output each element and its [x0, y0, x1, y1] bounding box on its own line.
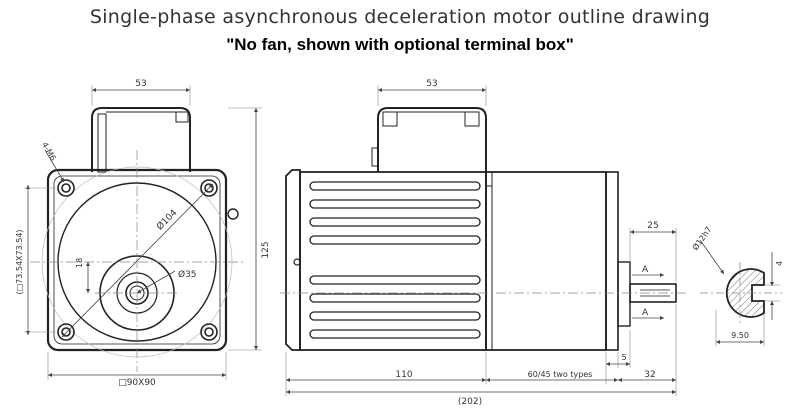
side-dim-shaft: 32: [644, 370, 655, 380]
front-view: [24, 85, 262, 380]
section-view: [699, 239, 782, 346]
terminal-box-side: [371, 107, 487, 172]
gearbox: [485, 171, 607, 351]
motor-body: [299, 171, 487, 351]
side-view-labels: 53 110 60/45 two types 32 (202) 25 5 A A: [395, 79, 658, 407]
section-mark-bottom: A: [642, 308, 649, 318]
front-dim-top: 53: [135, 79, 146, 89]
front-view-labels: 53 4-M6 Ø104 Ø35 18 (□73.54X73.54) 125 □…: [15, 79, 271, 388]
section-dim-diameter: Ø12h7: [690, 225, 713, 253]
front-dim-height: 125: [261, 241, 271, 258]
side-view: [280, 85, 688, 396]
section-dim-flat: 9.50: [731, 331, 749, 340]
side-dim-total: (202): [458, 397, 482, 407]
front-dim-holes: 4-M6: [40, 141, 58, 163]
section-mark-top: A: [642, 265, 649, 275]
front-dim-shaft: Ø35: [178, 269, 197, 280]
terminal-box-front: [91, 107, 191, 173]
side-dim-25: 25: [647, 221, 658, 231]
drawing-subtitle: "No fan, shown with optional terminal bo…: [226, 35, 574, 54]
side-dim-top: 53: [426, 79, 437, 89]
front-dim-square: (□73.54X73.54): [15, 229, 24, 294]
front-dim-offset: 18: [75, 258, 84, 268]
side-dim-body: 110: [395, 370, 412, 380]
front-dim-pcd: Ø104: [154, 207, 179, 232]
side-dim-gear: 60/45 two types: [528, 370, 593, 379]
side-dim-5: 5: [621, 353, 626, 362]
drawing-title: Single-phase asynchronous deceleration m…: [89, 6, 711, 28]
section-dim-key: 4: [775, 261, 784, 266]
cooling-fins: [309, 181, 481, 339]
front-dim-bottom: □90X90: [118, 378, 156, 388]
